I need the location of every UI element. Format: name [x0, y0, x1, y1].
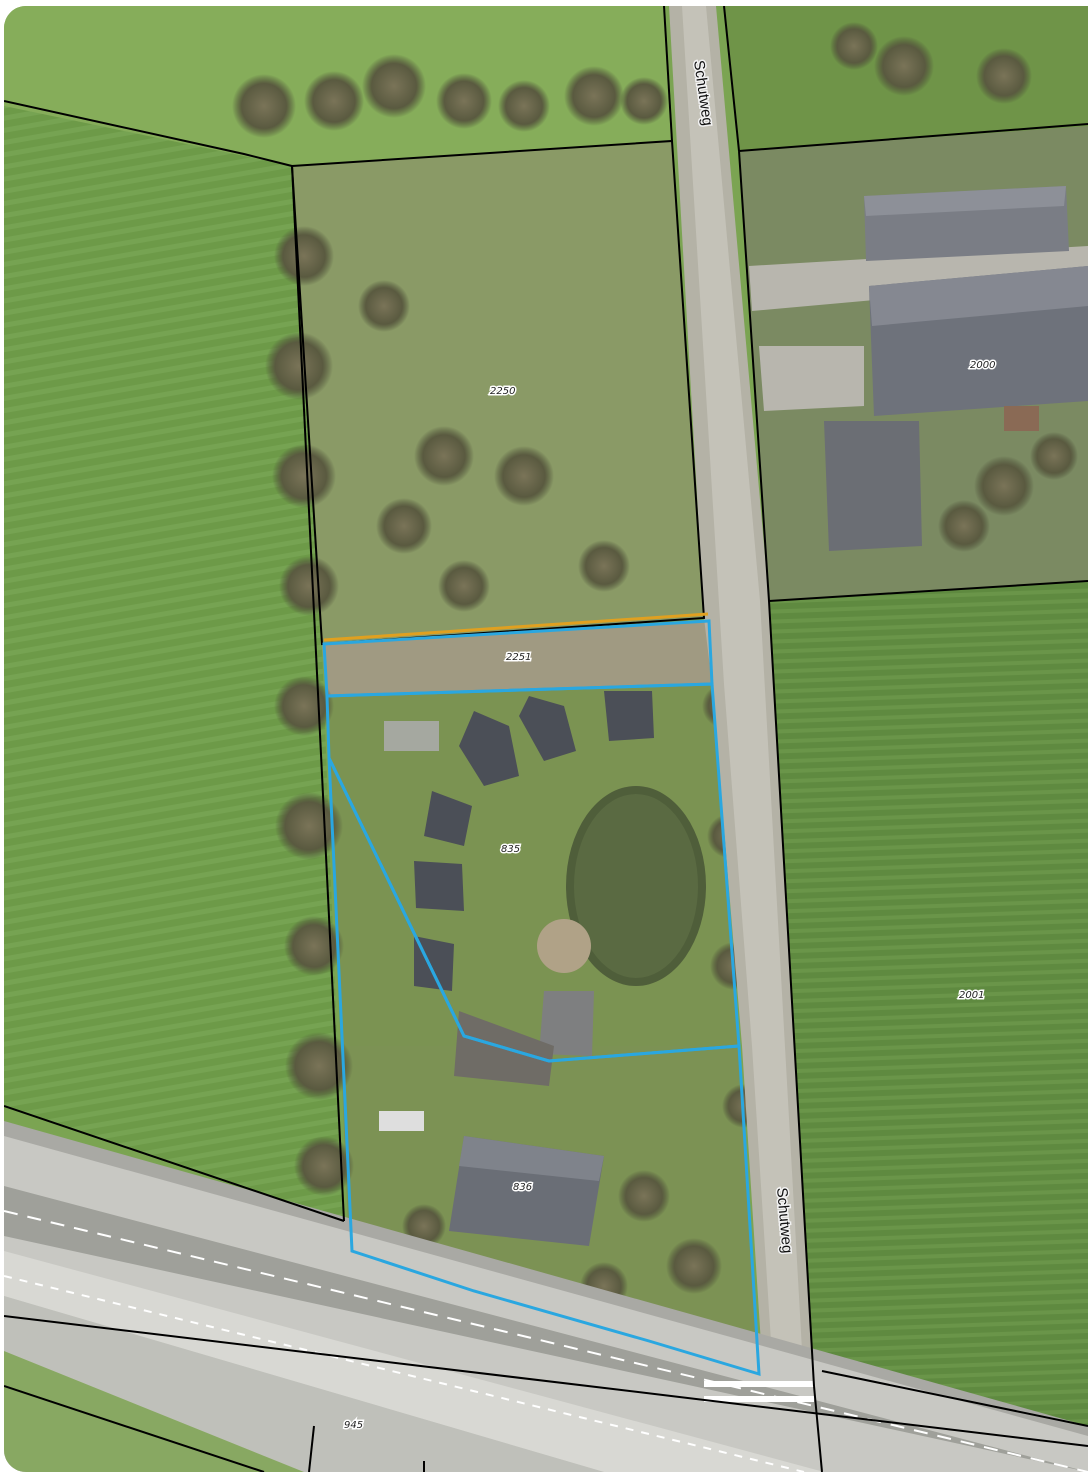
parcel-label-2250: 2250 [490, 386, 515, 397]
schutweg-road [669, 6, 814, 1391]
house-roof [604, 691, 654, 741]
parcel-label-945: 945 [344, 1420, 363, 1431]
round-hut [537, 919, 591, 973]
house-roof [414, 861, 464, 911]
farmhouse-roof [824, 421, 922, 551]
highlighted-parcels[interactable] [322, 619, 761, 1377]
farm-paths [749, 246, 1088, 411]
main-road [4, 1121, 1088, 1472]
field-left [4, 106, 344, 1221]
pond [566, 786, 706, 986]
holiday-houses [384, 691, 654, 991]
parcel-label-2001: 2001 [959, 990, 984, 1001]
house-roof [519, 696, 576, 761]
field-right [769, 581, 1088, 1472]
cadastral-boundaries [4, 6, 1088, 1472]
parcel-label-2251: 2251 [506, 652, 531, 663]
parcel-836-outline[interactable] [327, 757, 761, 1377]
farm-buildings [824, 186, 1088, 551]
house-roof [424, 791, 472, 846]
parcel-label-2000: 2000 [970, 360, 995, 371]
house-roof [459, 711, 519, 786]
parcel-label-835: 835 [501, 844, 520, 855]
aerial-map[interactable]: Schutweg Schutweg 2250 2251 835 836 2000… [4, 6, 1088, 1472]
main-house [379, 991, 604, 1246]
boundary-2250-2251 [323, 612, 709, 642]
parcel-label-836: 836 [513, 1182, 532, 1193]
house-roof [414, 936, 454, 991]
